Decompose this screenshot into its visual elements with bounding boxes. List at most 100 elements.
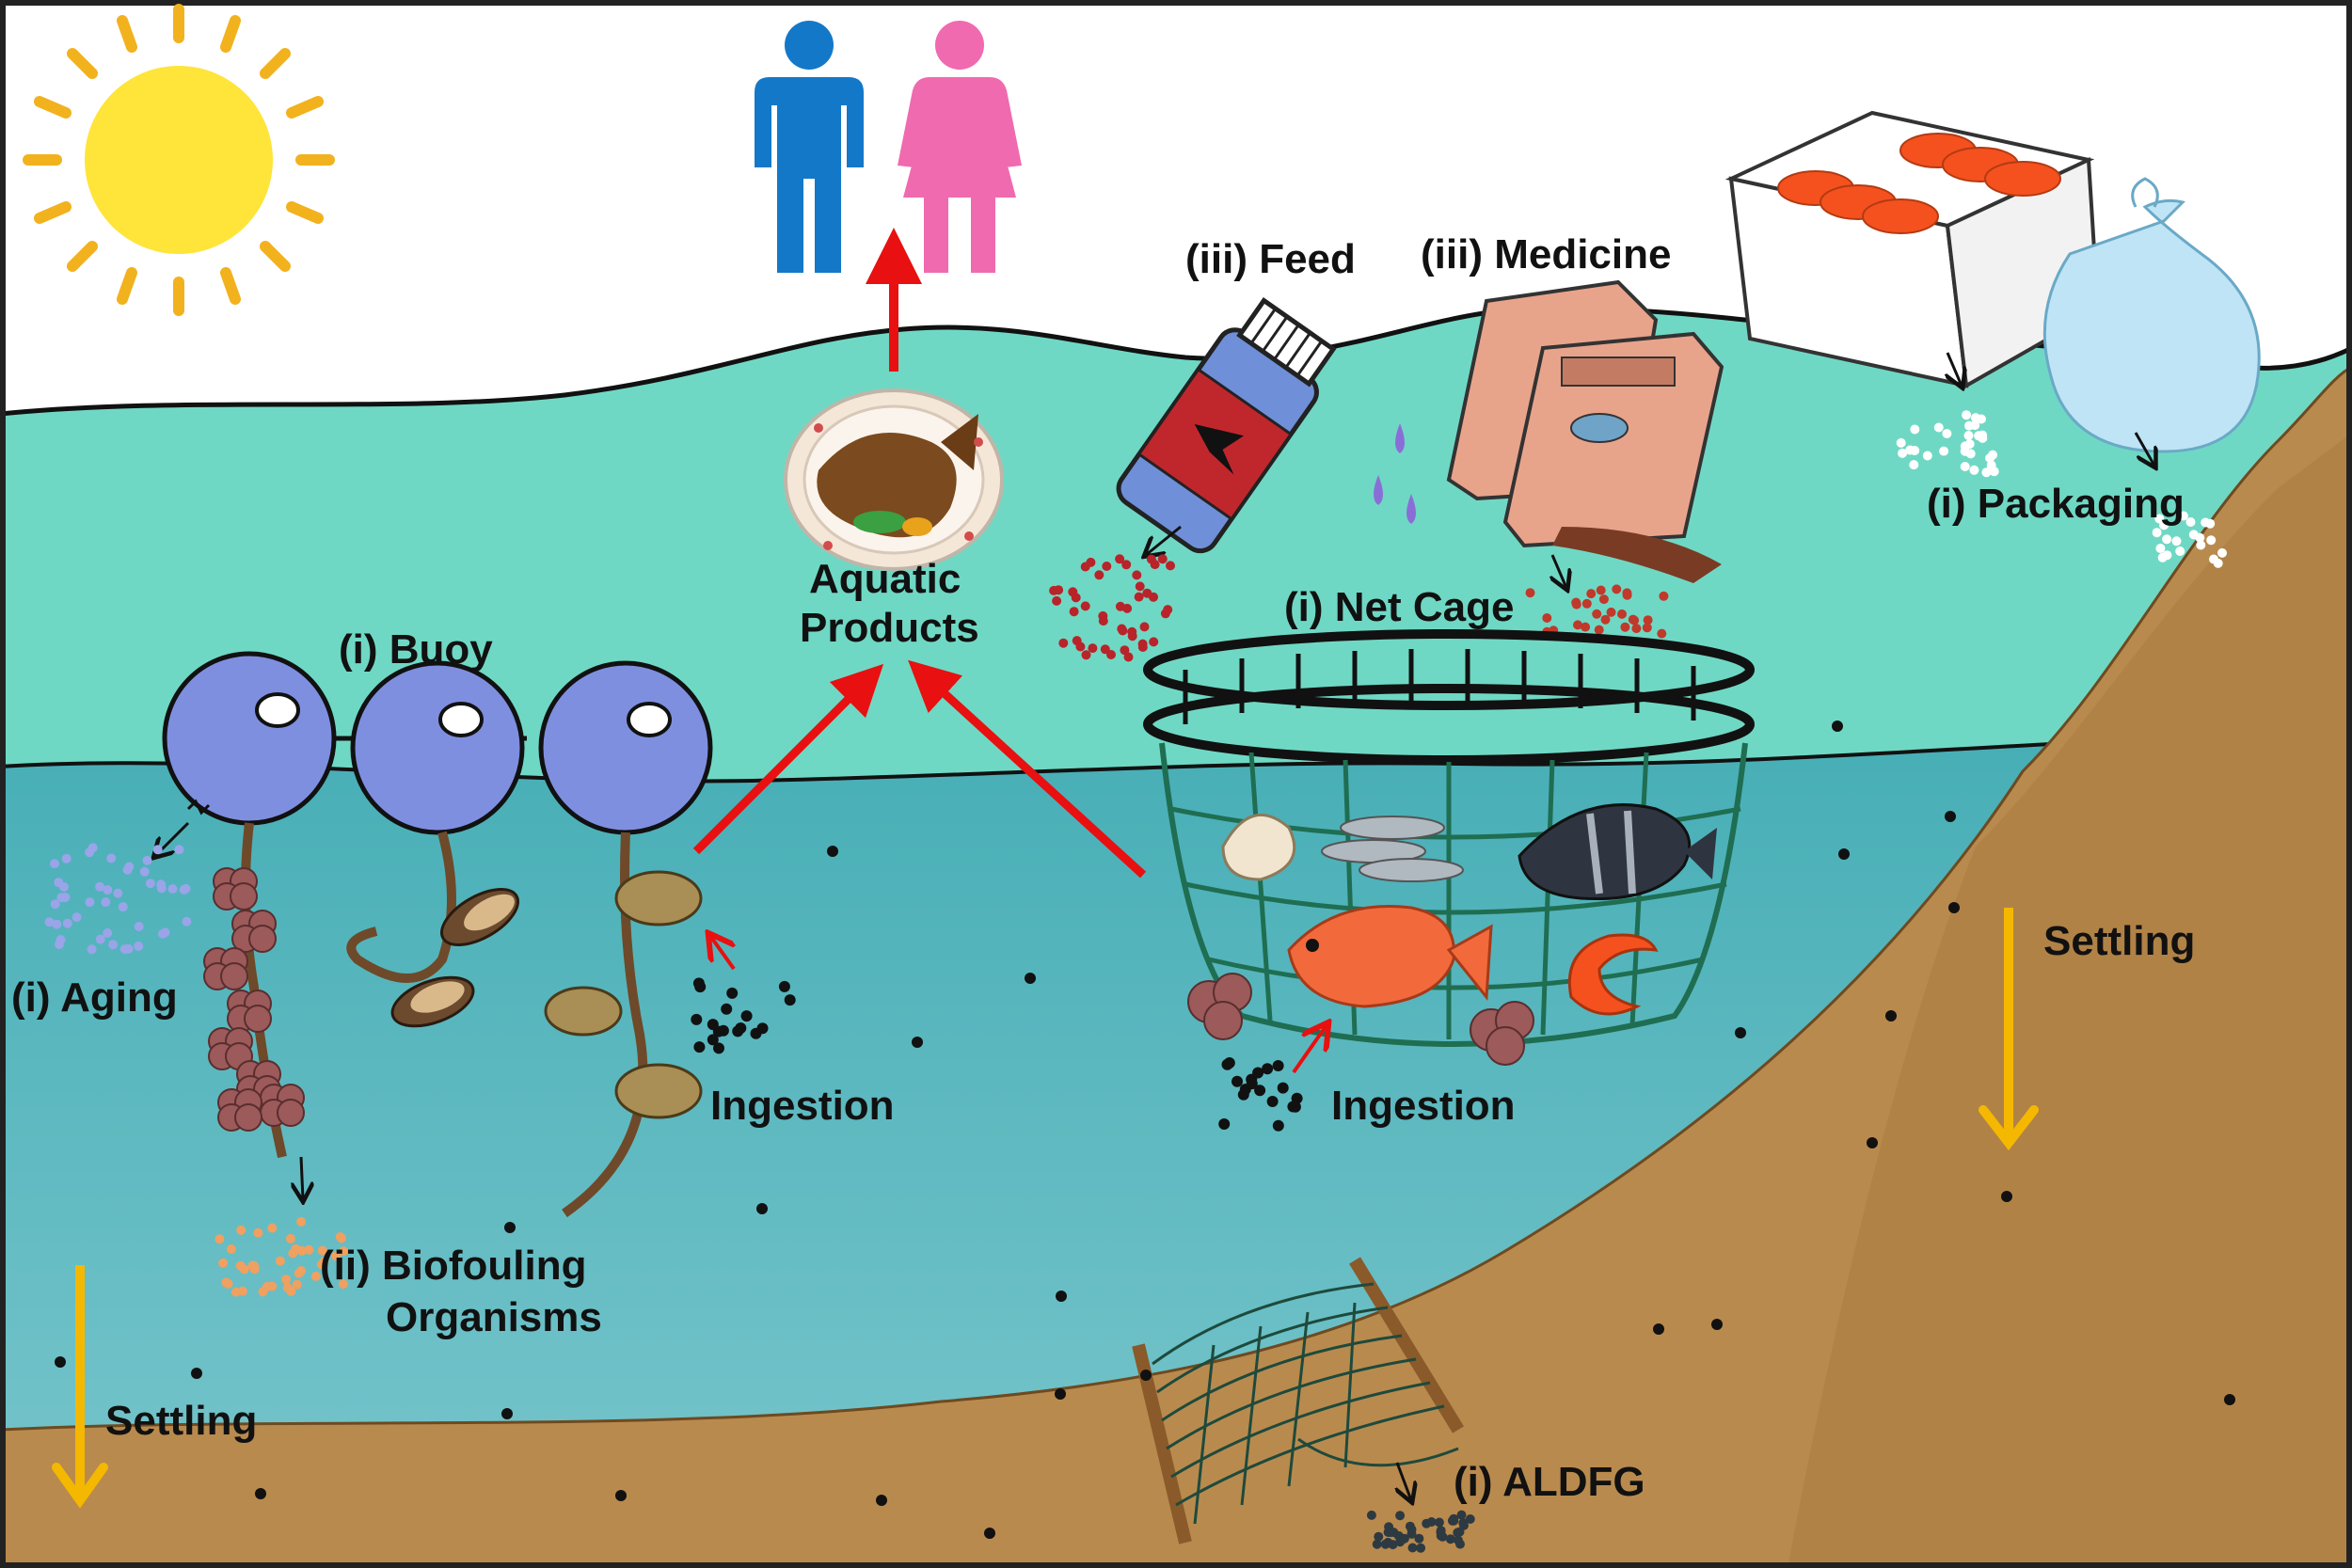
medicine-drops [1374, 423, 1416, 524]
aging-particle-dot [103, 928, 113, 938]
microplastic-dot [55, 1356, 66, 1368]
aging-particle-dot [142, 855, 152, 865]
label-biofouling-line1: (ii) Biofouling [320, 1243, 586, 1289]
packaging-particle-dot [1970, 413, 1980, 423]
feed-particle-dot [1052, 595, 1062, 606]
packaging-particle-dot [1978, 433, 1988, 443]
ingestion-particles-left-dot [740, 1010, 753, 1022]
medicine-particle-dot [1612, 584, 1622, 594]
oyster-icon [544, 870, 703, 1119]
ingestion-particles-left [691, 977, 796, 1054]
biofouling-particle-dot [310, 1271, 321, 1281]
aging-particle-dot [134, 922, 144, 931]
biofouling-particle-dot [253, 1227, 263, 1238]
medicine-particle-dot [1573, 620, 1582, 630]
label-ingestion-left: Ingestion [710, 1083, 895, 1129]
biofouling-particle-dot [258, 1287, 268, 1297]
seabed-shading [1788, 433, 2352, 1568]
feed-particle-dot [1069, 607, 1079, 617]
aging-particle-dot [108, 940, 119, 950]
aging-particles [44, 843, 192, 955]
microplastic-dot [876, 1495, 887, 1506]
feed-particle-dot [1157, 554, 1168, 564]
biofouling-particle-dot [286, 1286, 296, 1296]
medicine-particle-dot [1642, 623, 1652, 633]
biofouling-particle-dot [230, 1287, 241, 1297]
biofouling-particle-dot [331, 1251, 342, 1261]
biofouling-blob [234, 1103, 262, 1132]
biofouling-particle-dot [223, 1278, 233, 1289]
aging-particle-dot [50, 859, 59, 869]
feed-particle-dot [1150, 560, 1160, 570]
aldfg-particle-dot [1414, 1533, 1424, 1544]
packaging-particle-dot [2171, 536, 2182, 546]
ingestion-particles-right-dot [1218, 1118, 1231, 1130]
medicine-particle-dot [1586, 589, 1597, 599]
aldfg-particle-dot [1456, 1510, 1467, 1520]
packaging-arrow-1 [1947, 352, 1962, 386]
aldfg-particle-dot [1395, 1511, 1406, 1521]
packaging-particle-dot [1910, 446, 1920, 455]
ingestion-particles-right-dot [1266, 1096, 1279, 1107]
packaging-particle-dot [2188, 530, 2199, 540]
label-aquatic-line2: Products [800, 605, 979, 651]
biofouling-particle-dot [292, 1279, 302, 1290]
aging-particle-dot [95, 881, 105, 892]
feed-bag-icon [1446, 279, 1724, 583]
aldfg-particle-dot [1380, 1539, 1391, 1549]
feed-particle-dot [1135, 581, 1145, 592]
scallop-icon [1221, 813, 1296, 881]
packaging-particle-dot [2159, 520, 2169, 531]
aging-particle-dot [101, 897, 111, 908]
aldfg-particle-dot [1449, 1515, 1459, 1526]
shrimp-icon [1567, 933, 1659, 1016]
ingestion-particles-right-dot [1272, 1119, 1284, 1132]
packaging-particle-dot [2175, 546, 2185, 556]
settling-arrowhead-right [1979, 1105, 2039, 1151]
ingestion-particles-left-dot [726, 987, 739, 999]
biofouling-particle-dot [281, 1275, 291, 1285]
biofouling-blob [230, 882, 258, 911]
sardine-icon [1321, 816, 1464, 882]
aging-particle-dot [61, 853, 72, 863]
feed-particle-dot [1086, 557, 1096, 567]
ingestion-particles-left-dot [778, 980, 790, 992]
microplastic-dot [255, 1488, 266, 1499]
packaging-particle-dot [1909, 460, 1919, 470]
ingestion-particles-right-dot [1232, 1075, 1243, 1087]
packaging-particle-dot [2209, 554, 2218, 564]
packaging-particle-dot [1960, 462, 1970, 471]
aging-particle-dot [87, 944, 97, 955]
packaging-particle-dot [2178, 511, 2188, 521]
label-biofouling-line2: Organisms [386, 1294, 602, 1340]
ingestion-particles-right-dot [1291, 1092, 1303, 1104]
biofouling-particle-dot [215, 1234, 225, 1244]
ingestion-particles-right-dot [1262, 1063, 1274, 1075]
microplastic-dot [756, 1203, 768, 1214]
ingestion-particles-left-dot [691, 1013, 703, 1025]
feed-particle-dot [1071, 593, 1081, 603]
ingestion-particles-left-dot [784, 994, 796, 1006]
packaging-particle-dot [1962, 410, 1972, 420]
packaging-particle-dot [2155, 544, 2166, 553]
aging-particle-dot [174, 845, 184, 855]
biofouling-particle-dot [294, 1268, 304, 1278]
aldfg-particle-dot [1407, 1543, 1418, 1553]
aging-particle-dot [145, 879, 155, 889]
label-aquatic-line1: Aquatic [809, 556, 961, 602]
biofouling-particle-dot [236, 1225, 246, 1235]
biofouling-particle-dot [296, 1216, 307, 1227]
aging-particle-dot [181, 883, 191, 894]
packaging-particle-dot [1963, 431, 1974, 440]
ingestion-particles-right-dot [1252, 1067, 1264, 1079]
ingestion-particles-left-dot [721, 1003, 733, 1015]
feed-particle-dot [1081, 650, 1091, 660]
aging-particle-dot [52, 919, 62, 929]
man-icon [755, 21, 864, 273]
label-aldfg: (i) ALDFG [1454, 1459, 1645, 1505]
biofouling-particle-dot [317, 1245, 327, 1256]
feed-particle-dot [1115, 554, 1125, 564]
packaging-particle-dot [2201, 517, 2211, 528]
medicine-arrow [1552, 554, 1566, 588]
microplastic-dot [912, 1037, 923, 1048]
